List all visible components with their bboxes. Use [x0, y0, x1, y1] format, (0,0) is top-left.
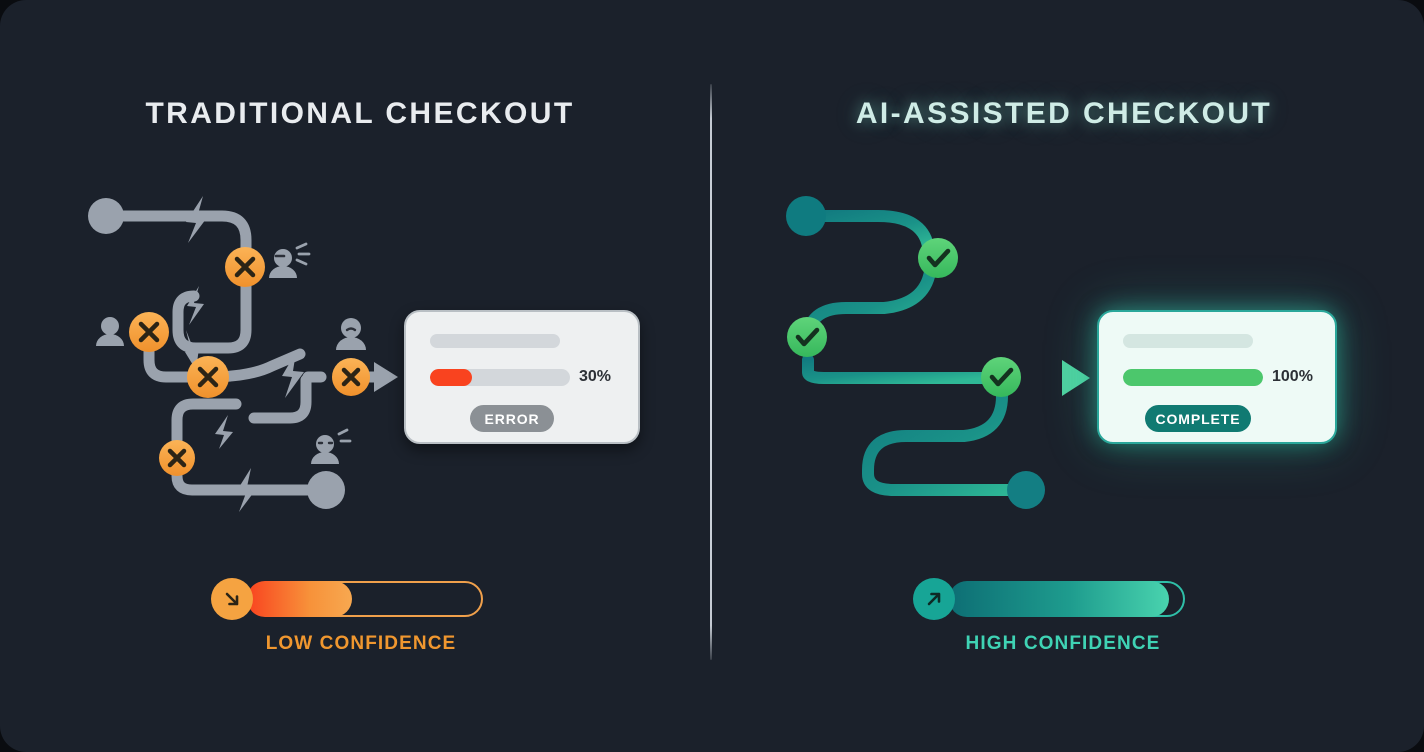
frustrated-person-icon	[311, 428, 352, 464]
ai-result-card: 100% COMPLETE	[1097, 310, 1337, 444]
progress-row: 100%	[1123, 368, 1313, 386]
progress-fill	[430, 368, 472, 386]
ai-result-arrow	[1014, 360, 1090, 396]
check-icon	[787, 317, 827, 357]
progress-row: 30%	[430, 368, 611, 386]
meter-caption: HIGH CONFIDENCE	[965, 633, 1161, 654]
ai-end-dot	[1007, 471, 1045, 509]
traditional-start-dot	[88, 198, 124, 234]
x-icon	[332, 358, 370, 396]
low-confidence-meter: LOW CONFIDENCE	[211, 578, 511, 655]
page-title-ai-assisted: AI-ASSISTED CHECKOUT	[855, 97, 1273, 130]
ai-flow-paths	[800, 210, 1026, 496]
progress-percent-label: 30%	[579, 368, 612, 385]
progress-track	[1123, 368, 1263, 386]
x-icon	[159, 440, 195, 476]
status-badge: COMPLETE	[1145, 405, 1251, 432]
page-title-traditional: TRADITIONAL CHECKOUT	[145, 97, 575, 130]
check-icon	[981, 357, 1021, 397]
x-icon	[187, 356, 229, 398]
traditional-result-card: 30% ERROR	[404, 310, 640, 444]
card-placeholder-bar	[430, 334, 560, 348]
progress-fill	[1123, 368, 1263, 386]
traditional-flow-paths	[100, 210, 332, 496]
success-badge-group	[787, 238, 1021, 397]
column-divider	[710, 84, 712, 660]
status-badge: ERROR	[470, 405, 554, 432]
meter-bar	[913, 578, 1213, 620]
ai-start-dot	[786, 196, 826, 236]
frustrated-person-icon	[269, 242, 311, 278]
progress-percent-label: 100%	[1272, 368, 1313, 385]
meter-caption: LOW CONFIDENCE	[265, 633, 457, 654]
meter-fill	[949, 581, 1169, 617]
person-icon	[96, 317, 124, 346]
check-icon	[918, 238, 958, 278]
x-icon	[129, 312, 169, 352]
arrow-down-right-icon	[211, 578, 253, 620]
high-confidence-meter: HIGH CONFIDENCE	[913, 578, 1213, 655]
traditional-result-arrow	[362, 362, 398, 392]
arrow-up-right-icon	[913, 578, 955, 620]
meter-fill	[247, 581, 352, 617]
x-icon	[225, 247, 265, 287]
person-icon	[336, 318, 366, 350]
meter-bar	[211, 578, 511, 620]
error-badge-group	[129, 247, 370, 476]
progress-track	[430, 368, 570, 386]
card-placeholder-bar	[1123, 334, 1253, 348]
traditional-end-dot	[307, 471, 345, 509]
lightning-bolt-icon	[185, 196, 304, 512]
